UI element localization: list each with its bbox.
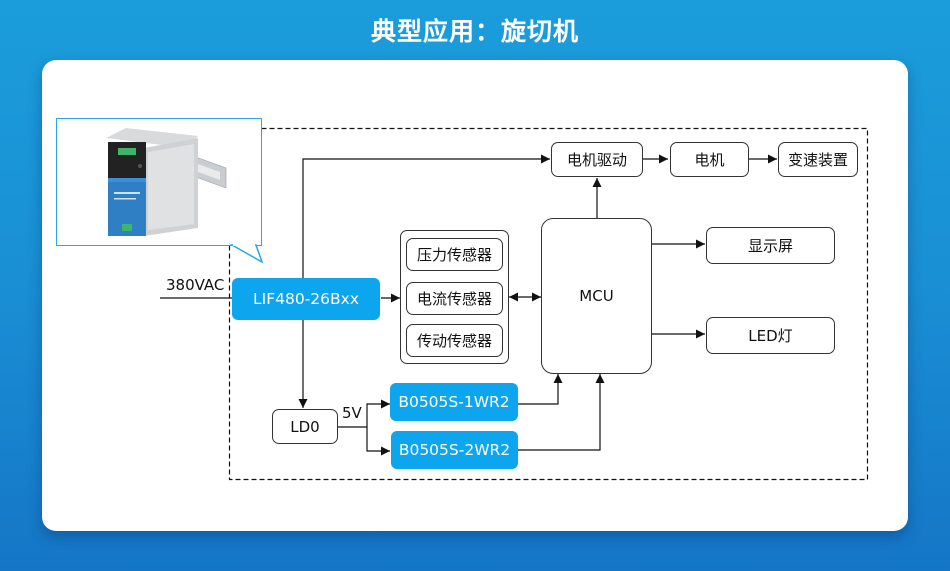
din-rail-power-supply-image [106,128,227,236]
power-module-lif480: LIF480-26Bxx [232,278,380,320]
led-light: LED灯 [706,317,835,354]
motor: 电机 [670,142,749,177]
input-voltage-label: 380VAC [166,276,225,294]
line-dcdc2-to-mcu [518,374,605,451]
motor-driver: 电机驱动 [551,142,643,177]
dcdc-module-2: B0505S-2WR2 [391,431,518,469]
page-title: 典型应用：旋切机 [370,17,579,46]
pressure-sensor: 压力传感器 [406,238,503,271]
current-sensor: 电流传感器 [406,282,503,315]
dcdc-module-1: B0505S-1WR2 [390,383,518,421]
line-ldo-to-dcdc2 [366,427,390,456]
ldo-output-voltage-label: 5V [342,404,362,422]
system-boundary [228,127,869,481]
display-screen: 显示屏 [706,227,835,264]
line-dcdc1-to-mcu [518,374,563,405]
gearbox: 变速装置 [778,142,858,177]
ldo-block: LD0 [272,409,338,444]
transmission-sensor: 传动传感器 [406,324,503,357]
mcu-block: MCU [541,218,652,374]
line-ldo-to-dcdc1 [366,399,390,427]
line-power-to-motor-driver [302,154,550,278]
